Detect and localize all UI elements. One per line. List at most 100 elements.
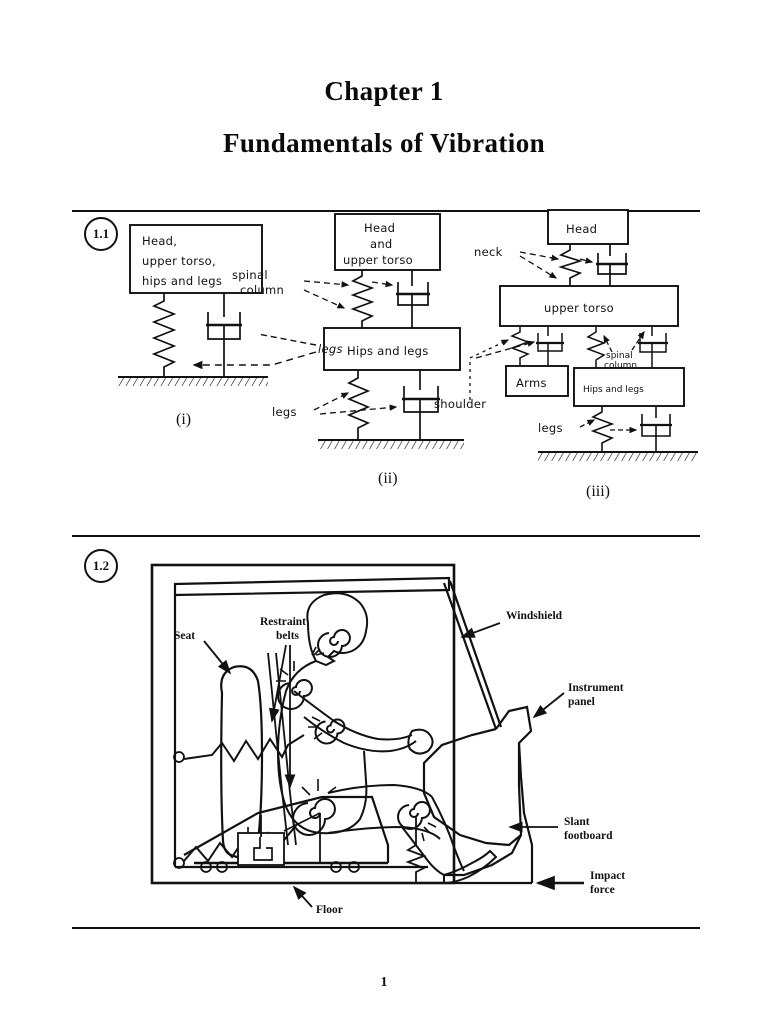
occupant-shin-back [401, 826, 445, 876]
element-label-spinal-column-iii-line2: column [604, 361, 637, 371]
element-label-spinal-column-ii-line1: spinal [232, 268, 268, 282]
figure-badge-1-2: 1.2 [84, 549, 118, 583]
occupant-shin-front [431, 796, 465, 872]
restraint-belt-1 [267, 652, 289, 846]
ground-hatch-i [118, 377, 268, 386]
slant-footboard [444, 834, 522, 877]
mass-label-iii-head: Head [566, 222, 597, 236]
seat-cushion [183, 795, 390, 863]
callout-label-slant-footboard-line1: Slant [564, 816, 590, 828]
cabin-roof [173, 576, 451, 597]
leader-seat [203, 640, 232, 675]
figure-1-2-drawing: Seat Restraint belts Windshield Instrume… [150, 563, 625, 916]
callout-label-restraint-belts-line2: belts [276, 630, 300, 642]
torsional-spring-elbow [308, 716, 346, 745]
mass-label-i-line1: Head, [142, 234, 177, 248]
instrument-panel-outline [495, 705, 534, 883]
element-label-spinal-column-iii-line1: spinal [606, 351, 633, 361]
seat-roller [330, 861, 342, 873]
figure-1-1: Head, upper torso, hips and legs legs (i… [72, 209, 700, 532]
divider-bottom [72, 927, 700, 929]
seat-roller [348, 861, 360, 873]
mass-block-arms-iii [505, 365, 569, 397]
mass-label-i-line2: upper torso, [142, 254, 216, 268]
element-label-legs-iii: legs [538, 421, 563, 435]
spring-spinal-column-ii [350, 270, 375, 328]
occupant-head [306, 592, 369, 667]
figure-1-1-drawing: Head, upper torso, hips and legs legs (i… [118, 209, 698, 500]
figure-1-2: Seat Restraint belts Windshield Instrume… [72, 545, 700, 923]
callout-label-floor: Floor [316, 904, 343, 916]
element-label-legs-ii: legs [272, 405, 297, 419]
mass-block-head-iii [547, 209, 629, 245]
ground-hatch-iii [538, 452, 698, 461]
occupant-foot [443, 849, 498, 885]
model-ii-group [303, 213, 464, 449]
callout-label-windshield: Windshield [506, 610, 563, 622]
figure-1-1-labels: Head, upper torso, hips and legs legs (i… [142, 221, 644, 500]
figure-1-2-labels: Seat Restraint belts Windshield Instrume… [174, 610, 625, 916]
mass-label-iii-upper-torso: upper torso [544, 301, 614, 315]
torsional-spring-neck [311, 629, 351, 658]
seat-roller [216, 861, 228, 873]
callout-label-instrument-panel-line2: panel [568, 696, 595, 708]
windshield-inner [442, 582, 498, 730]
page-title: Fundamentals of Vibration [222, 128, 546, 158]
seat-pivot [173, 751, 185, 763]
torsional-spring-hip [283, 779, 337, 863]
spring-neck-iii [558, 244, 583, 286]
ground-hatch-ii [318, 440, 464, 449]
occupant-thigh-top [327, 783, 433, 798]
mass-block-hips-and-legs-ii [323, 327, 461, 371]
mass-label-iii-hips-legs: Hips and legs [583, 385, 644, 395]
spring-legs-ii [346, 370, 371, 440]
element-label-legs-i: legs [318, 342, 343, 356]
mass-block-head-upper-torso-hips-legs [129, 224, 263, 294]
spring-legs-i [151, 293, 177, 377]
torsional-spring-knee [397, 801, 437, 842]
callout-label-instrument-panel-line1: Instrument [568, 682, 624, 694]
seat-roller [173, 857, 185, 869]
damper-seat-suspension [253, 837, 273, 861]
model-i-group [118, 224, 317, 386]
occupant-arm-lower [303, 716, 417, 753]
leader-windshield [460, 622, 501, 638]
divider-top [72, 210, 700, 212]
occupant-arm-upper [293, 690, 413, 741]
mass-label-ii-a-line1: Head [364, 221, 395, 235]
element-label-spinal-column-ii-line2: column [240, 283, 284, 297]
page-number: 1 [380, 975, 388, 990]
seat-roller [200, 861, 212, 873]
callout-label-impact-force-line1: Impact [590, 870, 625, 882]
cabin-outer-frame [150, 563, 456, 885]
mass-label-iii-arms: Arms [516, 376, 547, 390]
restraint-belt-2 [275, 652, 297, 846]
leader-instrument-panel [532, 692, 565, 719]
model-roman-iii: (iii) [586, 483, 610, 500]
leader-floor [292, 885, 313, 908]
seat-back [220, 665, 264, 859]
spring-legs-iii [590, 406, 615, 452]
occupant-torso [276, 660, 368, 835]
spring-shoulder-iii [509, 326, 531, 366]
model-roman-ii: (ii) [378, 470, 398, 487]
divider-middle [72, 535, 700, 537]
leader-restraint-belts-a [268, 644, 287, 723]
occupant-hand [407, 728, 434, 755]
mass-label-ii-a-line2: and [370, 237, 393, 251]
callout-label-restraint-belts-line1: Restraint [260, 616, 306, 628]
mass-label-ii-b-line1: Hips and legs [347, 344, 429, 358]
spring-spinal-column-iii [585, 326, 607, 368]
windshield-outer [448, 580, 503, 728]
mass-label-i-line3: hips and legs [142, 274, 222, 288]
model-iii-group [469, 209, 698, 461]
callout-label-seat: Seat [174, 630, 195, 642]
element-label-neck-iii: neck [474, 245, 503, 259]
torsional-spring-shoulder [276, 661, 313, 710]
mass-block-upper-torso-iii [499, 285, 679, 327]
mass-label-ii-a-line3: upper torso [343, 253, 413, 267]
mass-block-hips-and-legs-iii [573, 367, 685, 407]
callout-label-impact-force-line2: force [590, 884, 615, 896]
model-roman-i: (i) [176, 411, 191, 428]
callout-label-slant-footboard-line2: footboard [564, 830, 613, 842]
